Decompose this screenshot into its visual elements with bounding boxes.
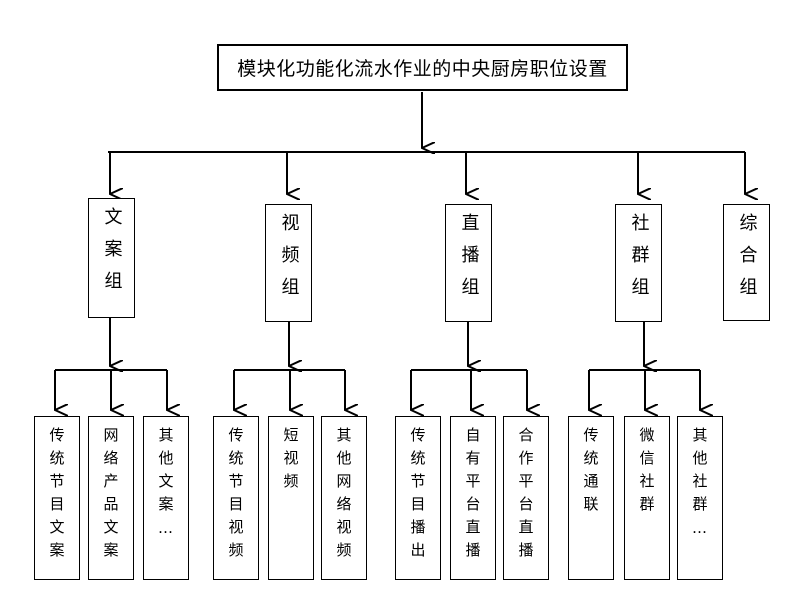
group-shipin: 视频组 xyxy=(265,204,312,322)
leaf-label: 网络产品文案 xyxy=(101,427,120,565)
group-label: 社群组 xyxy=(628,213,650,309)
group-label: 直播组 xyxy=(458,213,480,309)
group-zonghe: 综合组 xyxy=(723,204,770,321)
group-shequn: 社群组 xyxy=(615,204,662,322)
leaf-label: 其他文案… xyxy=(156,427,175,545)
chart-title-box: 模块化功能化流水作业的中央厨房职位设置 xyxy=(217,44,628,91)
group-label: 视频组 xyxy=(278,213,300,309)
leaf-label: 传统节目视频 xyxy=(226,427,245,565)
leaf-box: 微信社群 xyxy=(624,416,670,580)
leaf-box: 网络产品文案 xyxy=(88,416,134,580)
leaf-label: 合作平台直播 xyxy=(516,427,535,565)
group-zhibo: 直播组 xyxy=(445,204,492,322)
chart-title: 模块化功能化流水作业的中央厨房职位设置 xyxy=(237,58,608,80)
leaf-label: 传统节目播出 xyxy=(408,427,427,565)
leaf-box: 传统节目视频 xyxy=(213,416,259,580)
leaf-label: 其他社群… xyxy=(690,427,709,545)
leaf-label: 短视频 xyxy=(281,427,300,496)
leaf-box: 其他社群… xyxy=(677,416,723,580)
leaf-box: 其他网络视频 xyxy=(321,416,367,580)
leaf-label: 其他网络视频 xyxy=(334,427,353,565)
leaf-box: 自有平台直播 xyxy=(450,416,496,580)
leaf-label: 传统节目文案 xyxy=(47,427,66,565)
leaf-box: 传统节目播出 xyxy=(395,416,441,580)
leaf-box: 其他文案… xyxy=(143,416,189,580)
leaf-label: 自有平台直播 xyxy=(463,427,482,565)
group-wenan: 文案组 xyxy=(88,198,135,318)
group-label: 综合组 xyxy=(736,213,758,309)
leaf-box: 传统通联 xyxy=(568,416,614,580)
leaf-box: 短视频 xyxy=(268,416,314,580)
leaf-label: 微信社群 xyxy=(637,427,656,519)
group-label: 文案组 xyxy=(101,207,123,303)
leaf-box: 传统节目文案 xyxy=(34,416,80,580)
leaf-box: 合作平台直播 xyxy=(503,416,549,580)
leaf-label: 传统通联 xyxy=(581,427,600,519)
